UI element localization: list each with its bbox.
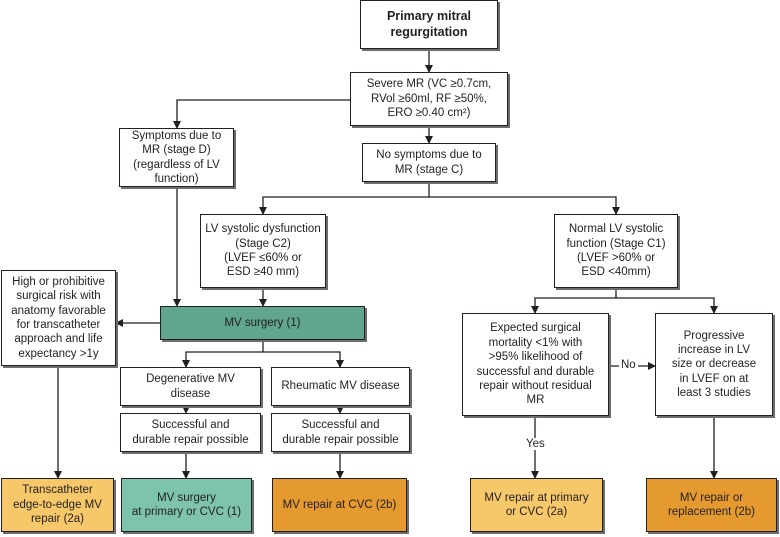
progressive-lv-change-node: Progressive increase in LV size or decre…	[655, 313, 773, 416]
no-symptoms-stage-c-node: No symptoms due to MR (stage C)	[362, 143, 496, 182]
repair-possible-degenerative-node: Successful and durable repair possible	[120, 413, 261, 452]
rheumatic-mv-disease-node: Rheumatic MV disease	[271, 367, 410, 406]
mv-repair-cvc-outcome: MV repair at CVC (2b)	[272, 478, 407, 532]
primary-mitral-regurgitation-node: Primary mitral regurgitation	[360, 0, 498, 49]
transcatheter-repair-outcome: Transcatheter edge-to-edge MV repair (2a…	[1, 478, 114, 532]
expected-surgical-mortality-node: Expected surgical mortality <1% with >95…	[462, 313, 609, 416]
mv-repair-or-replacement-outcome: MV repair or replacement (2b)	[646, 478, 777, 532]
high-surgical-risk-node: High or prohibitive surgical risk with a…	[1, 270, 116, 366]
mv-repair-primary-outcome: MV repair at primary or CVC (2a)	[470, 478, 603, 532]
mv-surgery-node: MV surgery (1)	[160, 306, 365, 340]
repair-possible-rheumatic-node: Successful and durable repair possible	[271, 413, 410, 452]
yes-edge-label: Yes	[524, 438, 547, 450]
symptoms-stage-d-node: Symptoms due to MR (stage D) (regardless…	[119, 128, 234, 187]
degenerative-mv-disease-node: Degenerative MV disease	[120, 367, 261, 406]
severe-mr-criteria-node: Severe MR (VC ≥0.7cm, RVol ≥60ml, RF ≥50…	[350, 72, 508, 126]
no-edge-label: No	[619, 359, 638, 371]
normal-lv-stage-c1-node: Normal LV systolic function (Stage C1) (…	[554, 214, 678, 288]
mv-surgery-primary-outcome: MV surgery at primary or CVC (1)	[121, 478, 252, 532]
lv-dysfunction-stage-c2-node: LV systolic dysfunction (Stage C2) (LVEF…	[200, 214, 326, 288]
